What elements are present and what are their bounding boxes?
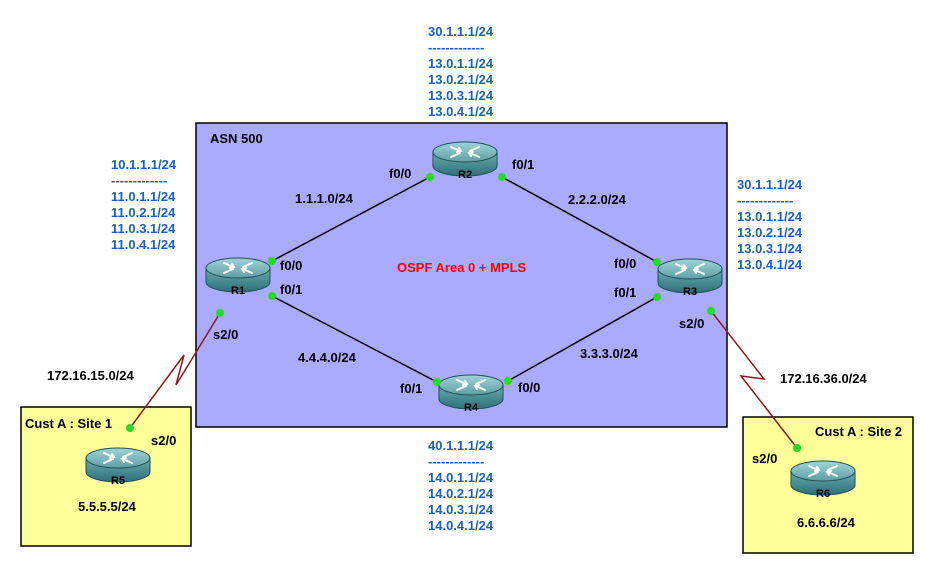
network-r1-r5: 172.16.15.0/24 [47, 368, 134, 383]
port-dot-r2-f00 [426, 173, 434, 181]
port-dot-r4-f00 [504, 377, 512, 385]
iface-r2-f01: f0/1 [512, 157, 535, 172]
ip-list-r3: 30.1.1.1/24 ------------- 13.0.1.1/24 13… [737, 177, 802, 273]
link-r1-r2 [271, 176, 431, 262]
ip-r2-item: 13.0.3.1/24 [428, 88, 494, 103]
ip-r3-item: 13.0.4.1/24 [737, 257, 803, 272]
ip-r3-separator: ------------- [737, 193, 794, 208]
iface-r4-f01: f0/1 [400, 381, 423, 396]
site-2-loopback: 6.6.6.6/24 [797, 515, 855, 530]
port-dot-r2-f01 [498, 173, 506, 181]
ip-r4-item: 14.0.4.1/24 [428, 518, 494, 533]
iface-r3-s20: s2/0 [679, 316, 705, 331]
ip-r2-item: 13.0.4.1/24 [428, 104, 494, 119]
iface-r6-s20: s2/0 [752, 451, 778, 466]
ip-list-r4: 40.1.1.1/24 ------------- 14.0.1.1/24 14… [428, 438, 493, 534]
iface-r1-s20: s2/0 [213, 327, 239, 342]
ip-r4-separator: ------------- [428, 454, 485, 469]
router-r1-name: R1 [231, 285, 245, 297]
network-r2-r3: 2.2.2.0/24 [568, 192, 626, 207]
serial-link-r3-r6 [710, 310, 798, 449]
ip-r4-top: 40.1.1.1/24 [428, 438, 494, 453]
ip-r2-separator: ------------- [428, 40, 485, 55]
site-2-label: Cust A : Site 2 [815, 424, 903, 439]
link-r2-r3 [501, 176, 658, 263]
ip-r3-item: 13.0.1.1/24 [737, 209, 803, 224]
router-r2-name: R2 [458, 169, 472, 181]
port-dot-r1-f00 [268, 257, 276, 265]
ip-r2-item: 13.0.2.1/24 [428, 72, 494, 87]
router-r6-name: R6 [816, 488, 830, 500]
ip-r1-item: 11.0.3.1/24 [111, 221, 176, 236]
network-r1-r4: 4.4.4.0/24 [298, 350, 356, 365]
ip-r1-separator: ------------- [111, 173, 168, 188]
port-dot-r1-s20 [216, 309, 224, 317]
ip-r1-item: 11.0.1.1/24 [111, 189, 176, 204]
port-dot-r5-s20 [126, 424, 134, 432]
ip-r1-item: 11.0.2.1/24 [111, 205, 176, 220]
port-dot-r3-s20 [707, 307, 715, 315]
iface-r2-f00: f0/0 [389, 166, 412, 181]
ip-list-r1: 10.1.1.1/24 ------------- 11.0.1.1/24 11… [111, 157, 176, 253]
network-r1-r2: 1.1.1.0/24 [295, 191, 353, 206]
ip-r1-top: 10.1.1.1/24 [111, 157, 177, 172]
port-dot-r3-f01 [653, 293, 661, 301]
site-1-loopback: 5.5.5.5/24 [78, 499, 136, 514]
ip-r3-item: 13.0.3.1/24 [737, 241, 803, 256]
ip-r4-item: 14.0.2.1/24 [428, 486, 494, 501]
port-dot-r4-f01 [433, 378, 441, 386]
ip-r1-item: 11.0.4.1/24 [111, 237, 176, 252]
port-dot-r1-f01 [268, 292, 276, 300]
asn-label: ASN 500 [210, 131, 263, 146]
ip-r4-item: 14.0.1.1/24 [428, 470, 494, 485]
ip-r2-top: 30.1.1.1/24 [428, 24, 494, 39]
ip-r2-item: 13.0.1.1/24 [428, 56, 494, 71]
network-r3-r4: 3.3.3.0/24 [580, 346, 638, 361]
site-1-label: Cust A : Site 1 [25, 416, 113, 431]
ip-r4-item: 14.0.3.1/24 [428, 502, 494, 517]
serial-link-r1-r5 [129, 312, 221, 429]
port-dots [126, 173, 801, 452]
router-r3-name: R3 [683, 286, 697, 298]
link-r4-r3 [507, 296, 658, 382]
ip-r3-item: 13.0.2.1/24 [737, 225, 803, 240]
iface-r5-s20: s2/0 [151, 433, 177, 448]
ip-r3-top: 30.1.1.1/24 [737, 177, 803, 192]
port-dot-r3-f00 [653, 258, 661, 266]
iface-r3-f00: f0/0 [614, 256, 637, 271]
router-r5-name: R5 [111, 475, 125, 487]
network-r3-r6: 172.16.36.0/24 [780, 371, 867, 386]
link-r1-r4 [271, 295, 438, 383]
ospf-area-label: OSPF Area 0 + MPLS [397, 260, 527, 275]
ip-list-r2: 30.1.1.1/24 ------------- 13.0.1.1/24 13… [428, 24, 493, 120]
port-dot-r6-s20 [793, 444, 801, 452]
iface-r1-f00: f0/0 [280, 258, 303, 273]
router-r4-name: R4 [464, 402, 479, 414]
iface-r1-f01: f0/1 [280, 282, 303, 297]
iface-r4-f00: f0/0 [518, 380, 541, 395]
iface-r3-f01: f0/1 [614, 285, 637, 300]
